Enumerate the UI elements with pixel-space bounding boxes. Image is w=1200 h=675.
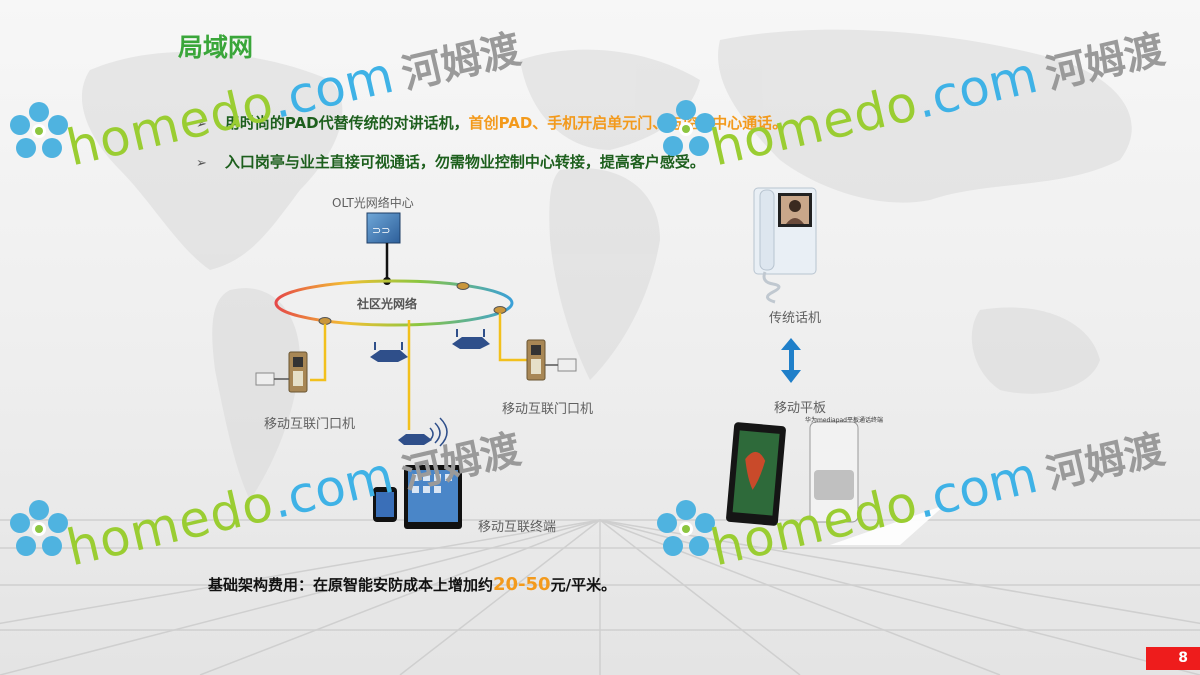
card-reader-icon bbox=[545, 358, 577, 372]
cost-prefix: 基础架构费用：在原智能安防成本上增加约 bbox=[208, 576, 494, 594]
router-icon bbox=[398, 417, 448, 447]
card-reader-icon bbox=[255, 372, 289, 386]
bidirectional-arrow-icon bbox=[781, 338, 801, 383]
olt-center-label: OLT光网络中心 bbox=[332, 196, 414, 210]
svg-text:⊃⊃: ⊃⊃ bbox=[372, 224, 390, 237]
watermark-flower-icon bbox=[657, 100, 715, 156]
watermark-flower-icon bbox=[10, 500, 68, 556]
community-fiber-ring bbox=[274, 279, 514, 327]
door-intercom-icon bbox=[526, 339, 546, 381]
door-intercom-icon bbox=[288, 351, 308, 393]
slide-title: 局域网 bbox=[178, 33, 254, 62]
router-icon bbox=[370, 342, 408, 362]
mediapad-tablet-icon bbox=[726, 421, 859, 526]
cost-highlight: 20-50 bbox=[493, 574, 551, 595]
cost-suffix: 元/平米。 bbox=[550, 576, 617, 594]
tablet-caption: 华为mediapad平板通话终端 bbox=[805, 417, 883, 424]
bullet-text: 入口岗亭与业主直接可视通话，勿需物业控制中心转接，提高客户感受。 bbox=[224, 153, 705, 171]
bullet-arrow-icon: ➢ bbox=[196, 156, 207, 171]
legacy-phone-label: 传统话机 bbox=[769, 311, 822, 326]
bullet-item: ➢ 入口岗亭与业主直接可视通话，勿需物业控制中心转接，提高客户感受。 bbox=[196, 151, 705, 172]
splitter-icon bbox=[456, 282, 470, 290]
legacy-intercom-phone-icon bbox=[753, 187, 817, 304]
page-number: 8 bbox=[1146, 647, 1200, 670]
watermark-flower-icon bbox=[10, 102, 68, 158]
door-unit-right-label: 移动互联门口机 bbox=[502, 402, 594, 417]
community-ring-label: 社区光网络 bbox=[357, 297, 418, 311]
mobile-tablet-label: 移动平板 bbox=[774, 401, 827, 416]
cost-statement: 基础架构费用：在原智能安防成本上增加约20-50元/平米。 bbox=[208, 574, 616, 595]
watermark-flower-icon bbox=[657, 500, 715, 556]
router-icon bbox=[452, 329, 490, 349]
tablet-terminal-icon bbox=[404, 465, 462, 529]
fiber-drop-lines bbox=[310, 313, 530, 430]
door-unit-left-label: 移动互联门口机 bbox=[264, 417, 356, 432]
bullet-arrow-icon: ➢ bbox=[196, 117, 207, 132]
smartphone-icon bbox=[373, 487, 397, 522]
olt-center-icon: ⊃⊃ bbox=[366, 212, 401, 244]
mobile-terminal-label: 移动互联终端 bbox=[478, 520, 557, 535]
bullet-text: 用时尚的PAD代替传统的对讲话机， bbox=[224, 114, 469, 132]
